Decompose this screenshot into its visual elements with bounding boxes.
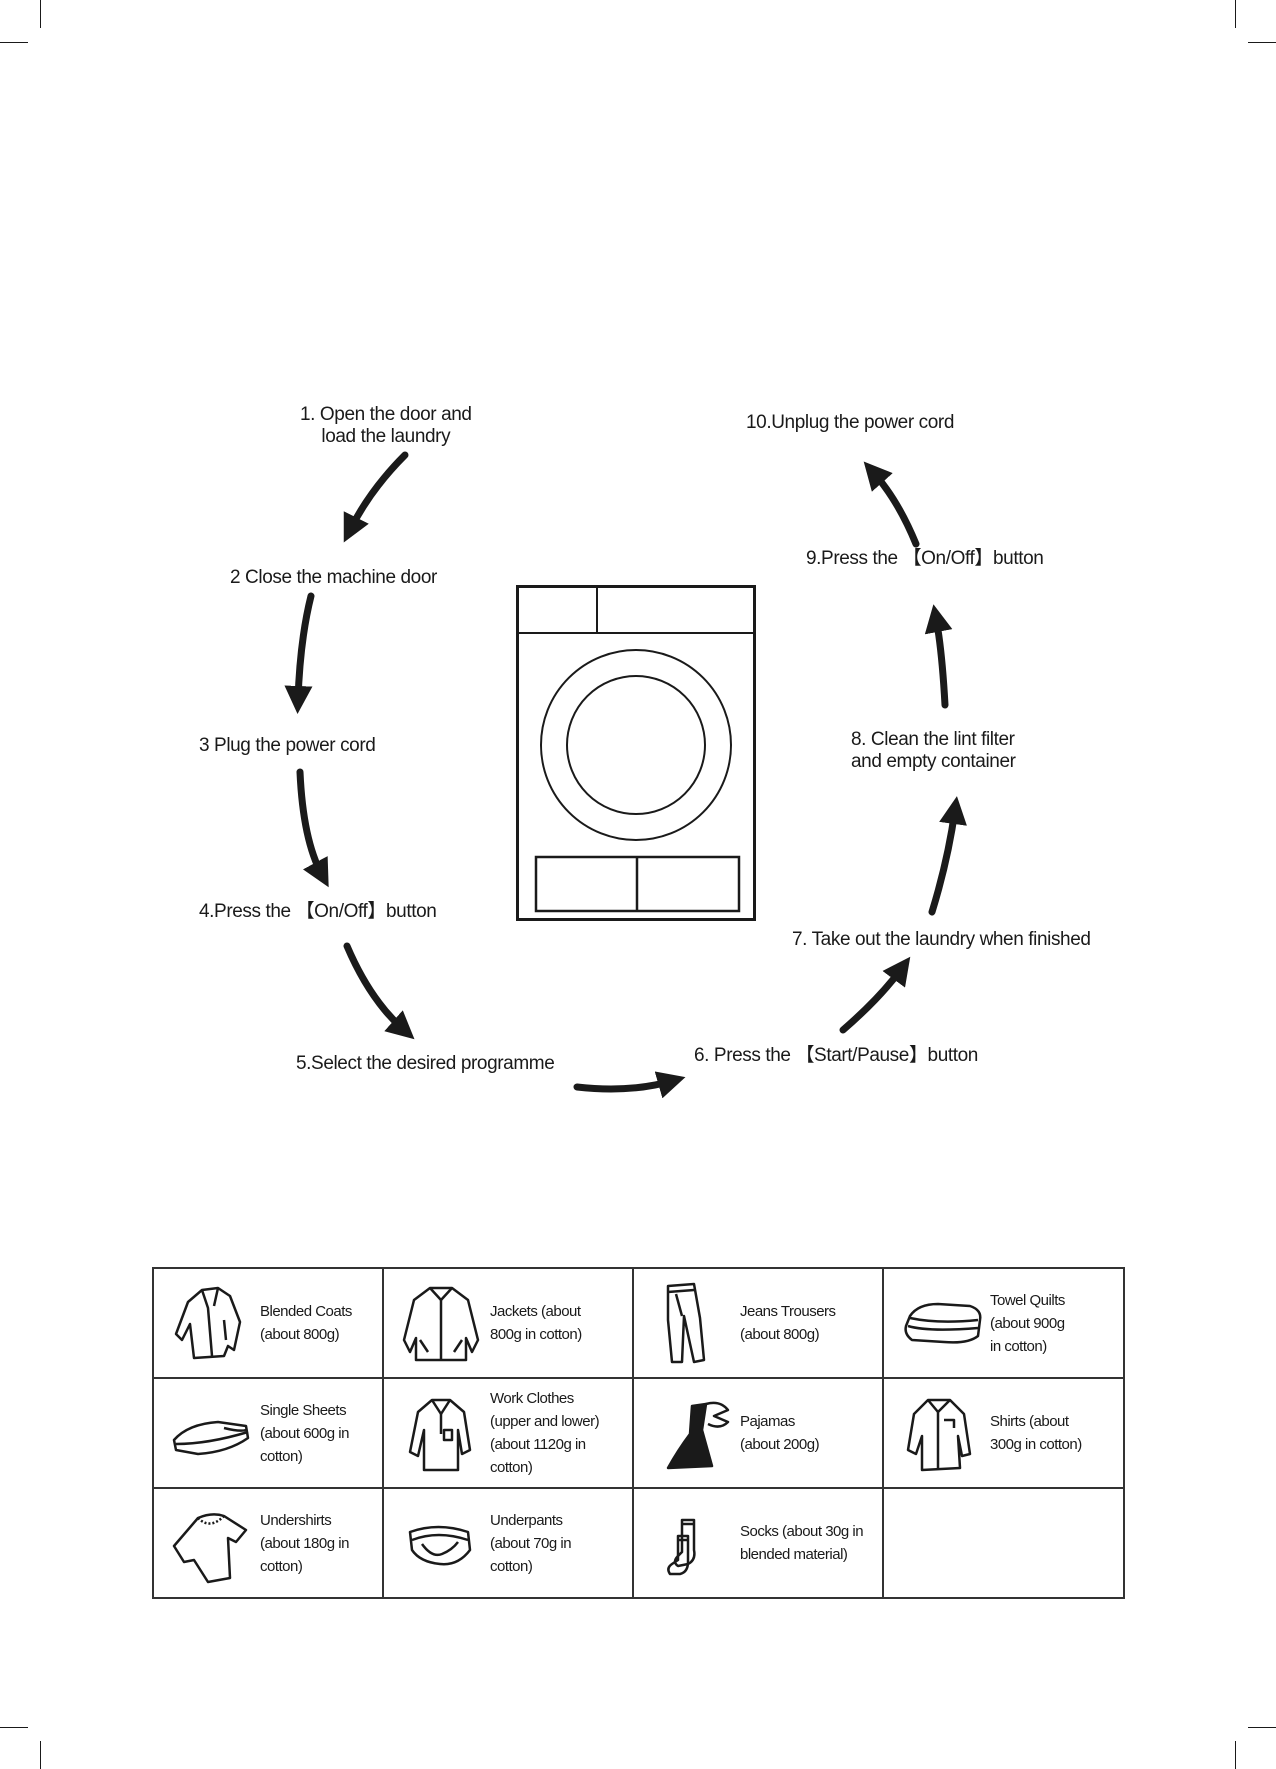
crop-mark <box>1248 42 1276 43</box>
step-6-label: 6. Press the 【Start/Pause】button <box>694 1045 978 1066</box>
step-7-label: 7. Take out the laundry when finished <box>792 929 1091 950</box>
dryer-machine-icon <box>516 585 756 921</box>
crop-mark <box>1235 1741 1236 1769</box>
step-9-label: 9.Press the 【On/Off】button <box>806 548 1044 569</box>
crop-mark <box>1235 0 1236 28</box>
crop-mark <box>40 0 41 28</box>
undershirt-icon <box>172 1513 248 1584</box>
arrow-step-1-2 <box>343 451 409 543</box>
arrow-step-5-6 <box>573 1071 686 1099</box>
arrow-step-7-8 <box>928 796 967 916</box>
shirt-icon <box>906 1398 972 1472</box>
table-cell: Jeans Trousers(about 800g) <box>632 1267 884 1379</box>
table-cell: Blended Coats(about 800g) <box>152 1267 384 1379</box>
step-4-label: 4.Press the 【On/Off】button <box>199 901 437 922</box>
arrow-step-2-3 <box>284 592 315 714</box>
step-5-label: 5.Select the desired programme <box>296 1053 555 1074</box>
table-cell: Work Clothes(upper and lower)(about 1120… <box>382 1377 634 1489</box>
table-cell: Pajamas(about 200g) <box>632 1377 884 1489</box>
crop-mark <box>40 1741 41 1769</box>
step-3-label: 3 Plug the power cord <box>199 735 376 756</box>
pajamas-icon <box>666 1401 730 1470</box>
table-cell-empty <box>882 1487 1125 1599</box>
quilt-icon <box>904 1302 982 1344</box>
step-10-label: 10.Unplug the power cord <box>746 412 954 433</box>
crop-mark <box>1248 1727 1276 1728</box>
step-8-label: 8. Clean the lint filter and empty conta… <box>851 729 1016 772</box>
trousers-icon <box>666 1282 706 1364</box>
crop-mark <box>0 1727 28 1728</box>
arrow-step-3-4 <box>296 768 329 888</box>
jacket-icon <box>402 1286 480 1362</box>
work-clothes-icon <box>408 1398 472 1472</box>
step-2-label: 2 Close the machine door <box>230 567 437 588</box>
crop-mark <box>0 42 28 43</box>
sheets-icon <box>172 1420 250 1456</box>
coat-icon <box>174 1286 242 1360</box>
arrow-step-8-9 <box>924 604 953 709</box>
underpants-icon <box>408 1525 472 1566</box>
socks-icon <box>667 1518 696 1576</box>
arrow-step-4-5 <box>343 942 415 1040</box>
arrow-step-6-7 <box>839 956 911 1034</box>
arrow-step-9-10 <box>863 461 920 548</box>
step-1-label: 1. Open the door and load the laundry <box>300 404 472 447</box>
table-row: Blended Coats(about 800g) Jackets (about… <box>152 1267 1125 1379</box>
laundry-weight-table: Blended Coats(about 800g) Jackets (about… <box>152 1267 1125 1599</box>
